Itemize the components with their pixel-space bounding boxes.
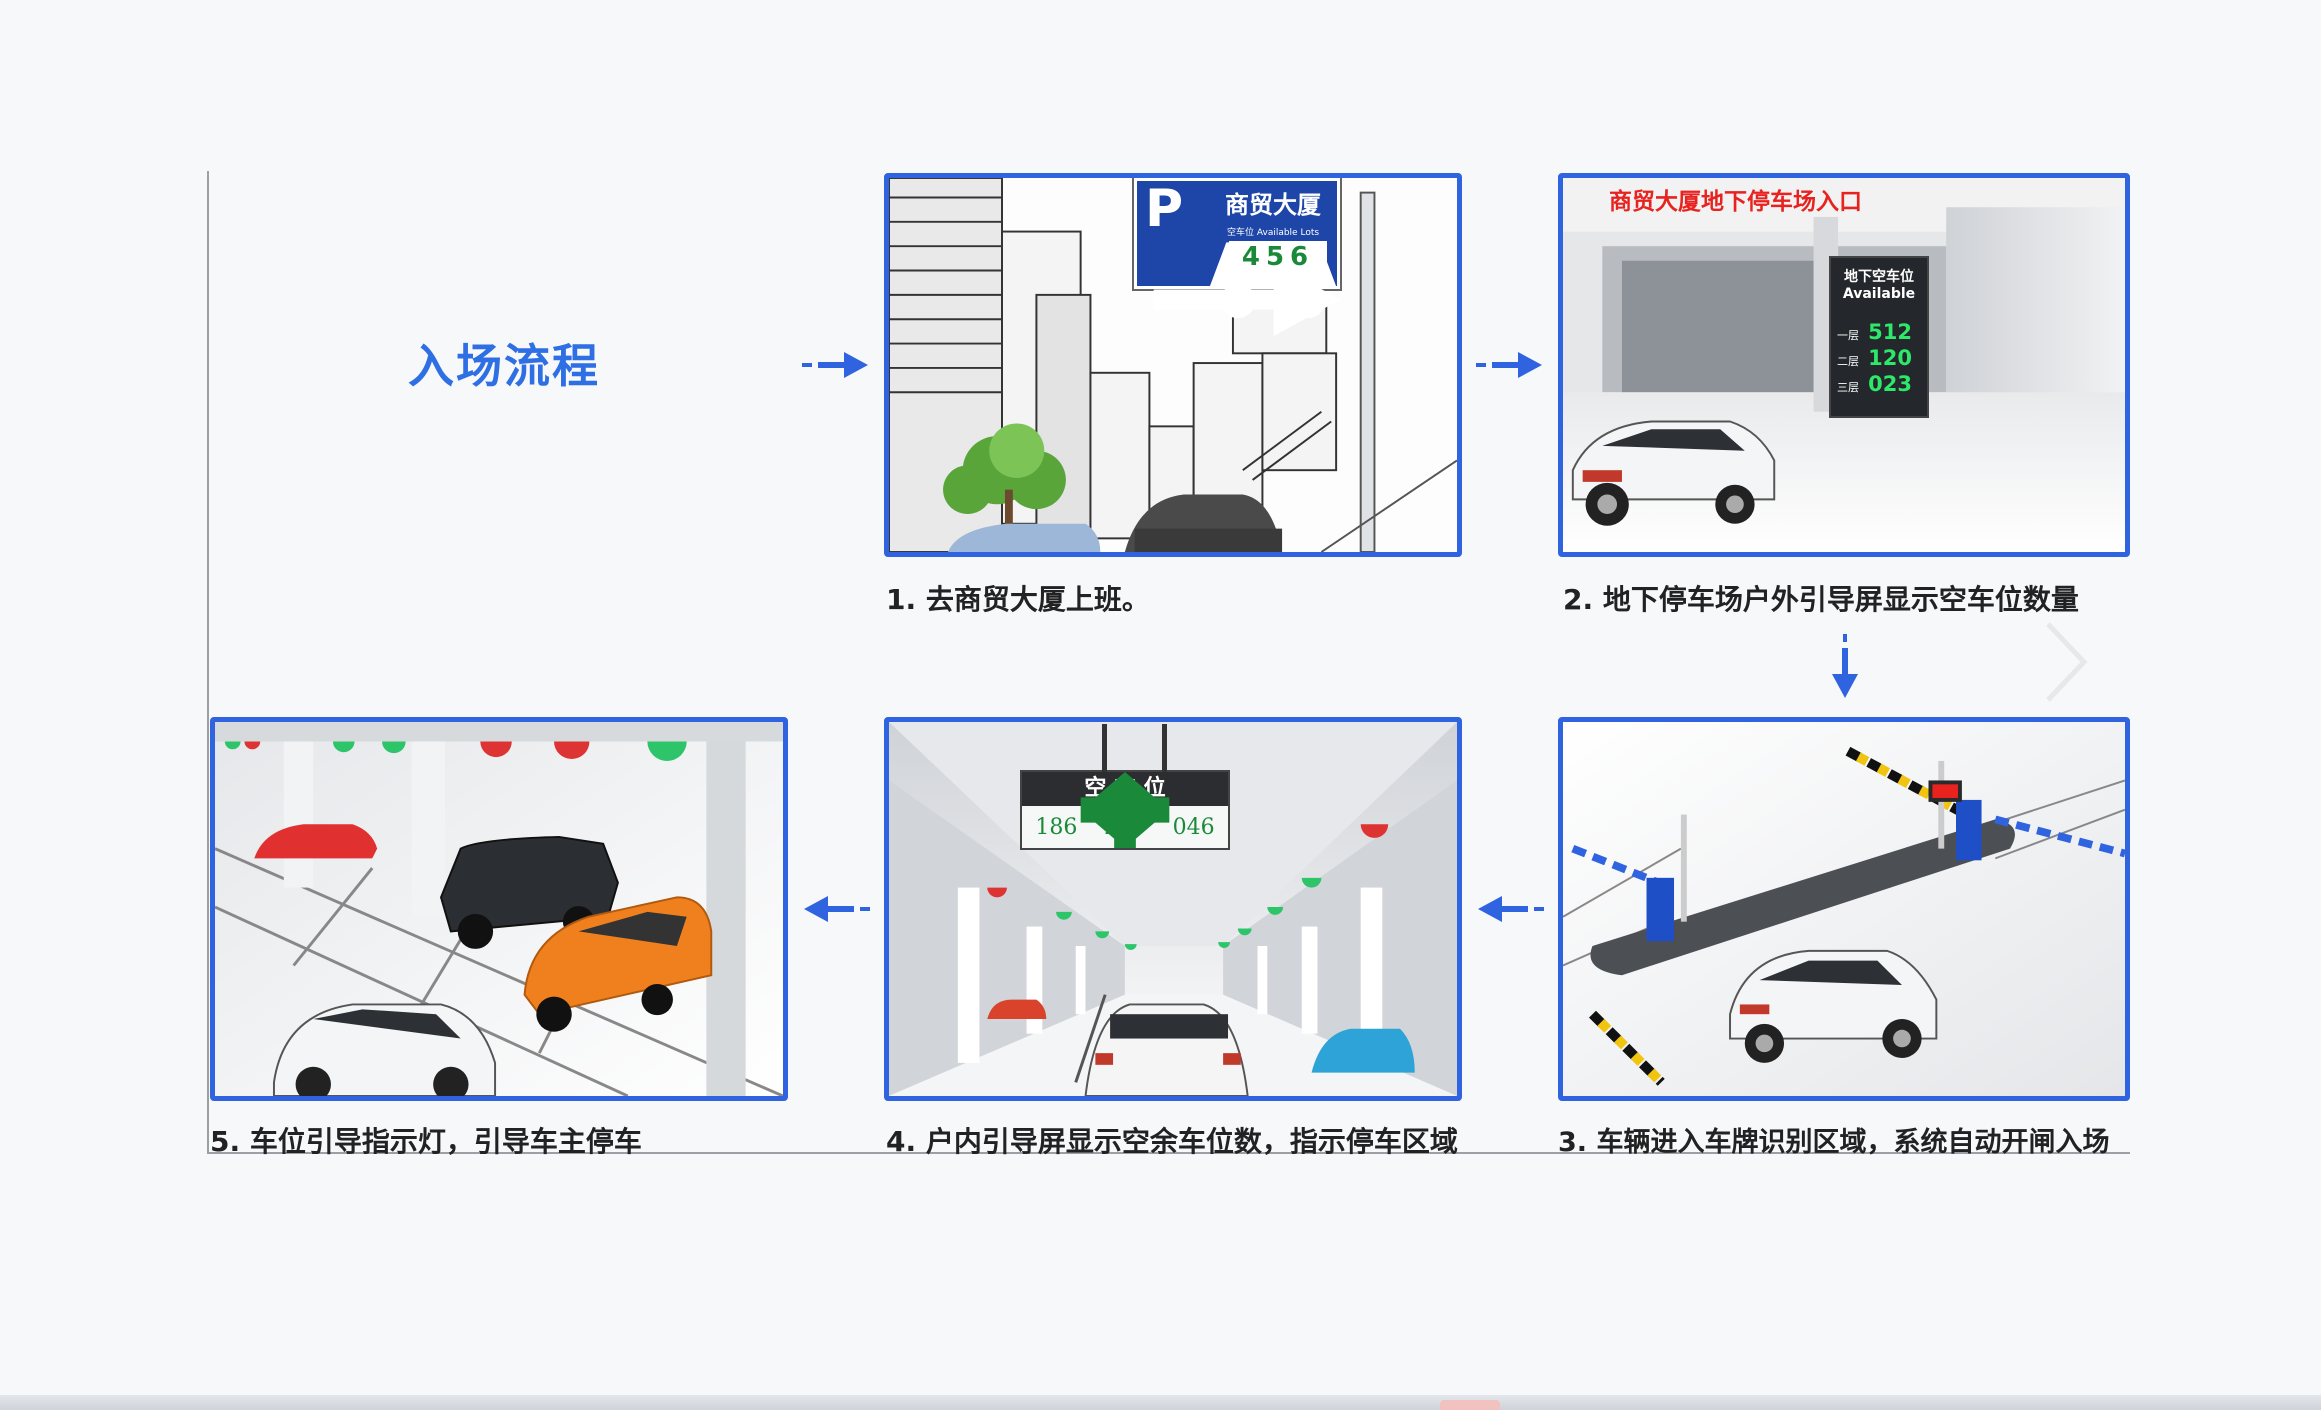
caption-step-5: 5. 车位引导指示灯，引导车主停车 [210,1125,642,1158]
count-left: 186 [1035,814,1078,840]
taskbar [0,1395,2321,1410]
caption-step-3: 3. 车辆进入车牌识别区域，系统自动开闸入场 [1558,1127,2110,1158]
arrow-left-icon [1478,896,1544,922]
parking-sign: P 商贸大厦 空车位 Available Lots 456 [1132,178,1342,337]
panel-space-indicator [210,717,788,1101]
panel-garage-entrance: 商贸大厦地下停车场入口 地下空车位 Available 一层 512 二层 12… [1558,173,2130,557]
entrance-title: 商贸大厦地下停车场入口 [1609,189,1862,215]
panel-plate-recognition [1558,717,2130,1101]
count-right: 046 [1172,814,1215,840]
arrow-right-icon [1080,772,1170,848]
parking-sign-name: 商贸大厦 [1225,191,1321,219]
taskbar-item[interactable] [1440,1400,1500,1410]
parking-sign-letter: P [1145,179,1184,239]
floor-count: 120 [1868,346,1912,370]
count-right-group: 046 [1080,772,1215,848]
floor-label: 三层 [1837,381,1859,394]
floor-label: 二层 [1837,355,1859,368]
caption-step-1: 1. 去商贸大厦上班。 [886,583,1150,616]
arrow-right-icon [1153,262,1341,337]
space-guidance-screen: 空 车 位 186 297 046 [1020,724,1230,850]
floor-row-2: 二层 120 [1837,346,1912,370]
board-title: 地下空车位 [1844,269,1914,285]
arrow-down-icon [1832,634,1858,698]
caption-step-2: 2. 地下停车场户外引导屏显示空车位数量 [1563,583,2079,616]
caption-step-4: 4. 户内引导屏显示空余车位数，指示停车区域 [886,1125,1458,1158]
flow-frame [207,171,2130,1154]
arrow-right-icon [1476,352,1542,378]
page-title: 入场流程 [408,339,600,393]
panel-indoor-guidance: 空 车 位 186 297 046 [884,717,1462,1101]
parking-sign-count: 456 [1229,241,1327,273]
next-chevron-icon[interactable] [2042,620,2090,704]
floor-count: 512 [1868,320,1912,344]
arrow-left-icon [804,896,870,922]
floor-count: 023 [1868,372,1912,396]
screen-counts: 186 297 046 [1022,772,1228,848]
floor-row-1: 一层 512 [1837,320,1912,344]
panel-city-sign: P 商贸大厦 空车位 Available Lots 456 [884,173,1462,557]
floor-row-3: 三层 023 [1837,372,1912,396]
availability-board: 地下空车位 Available 一层 512 二层 120 三层 023 [1829,256,1929,418]
board-subtitle: Available [1842,286,1916,302]
arrow-right-icon [802,352,868,378]
parking-sign-sub: 空车位 Available Lots [1227,228,1320,238]
floor-label: 一层 [1837,329,1859,342]
